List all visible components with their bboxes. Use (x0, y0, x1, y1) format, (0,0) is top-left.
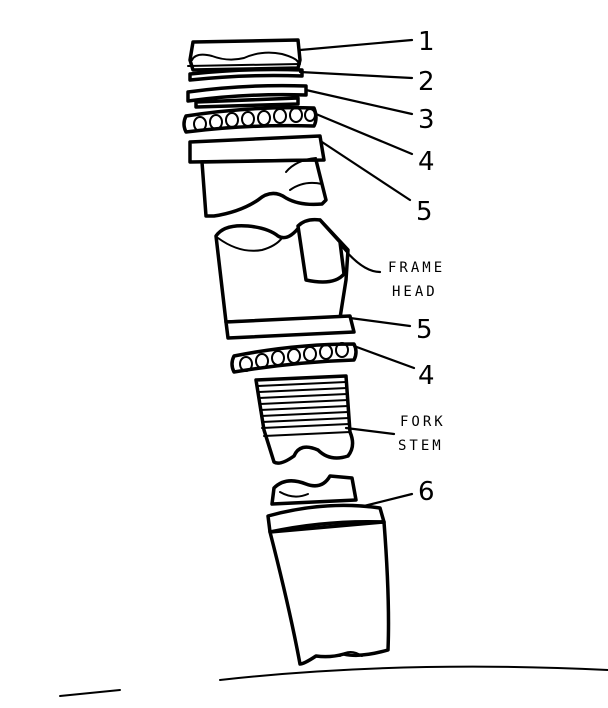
leader-line-3 (304, 88, 414, 116)
callout-1: 1 (418, 27, 435, 57)
locknut-part (187, 38, 302, 72)
callout-6: 6 (418, 477, 435, 507)
fork-stem-part (254, 374, 355, 465)
leader-line-fork-stem (344, 426, 396, 436)
frame-head-tube-part (214, 217, 356, 340)
leader-line-1 (298, 38, 414, 52)
leader-line-4-bottom (352, 344, 416, 370)
leader-line-2 (298, 70, 414, 80)
lock-washer-part (188, 67, 304, 82)
leader-line-4-top (314, 112, 414, 156)
leader-line-frame-head (338, 242, 382, 274)
callout-5-top: 5 (416, 197, 433, 227)
callout-4-bottom: 4 (418, 361, 435, 391)
top-head-cup-part (188, 134, 328, 218)
callout-2: 2 (418, 67, 435, 97)
leader-line-5-top (320, 140, 412, 202)
fork-crown-part (266, 474, 391, 666)
ball-bearing-bottom-part (230, 342, 358, 374)
callout-5-bottom: 5 (416, 315, 433, 345)
adjustable-cup-part (186, 83, 308, 109)
leader-line-6 (362, 492, 414, 508)
fork-stem-label-line2: STEM (398, 438, 444, 454)
fork-stem-label-line1: FORK (400, 414, 446, 430)
callout-3: 3 (418, 105, 435, 135)
frame-head-label-line2: HEAD (392, 284, 438, 300)
ground-line (59, 665, 608, 697)
frame-head-label-line1: FRAME (388, 260, 445, 276)
ball-bearing-top-part (182, 105, 318, 134)
leader-line-5-bottom (348, 316, 412, 328)
callout-4-top: 4 (418, 147, 435, 177)
